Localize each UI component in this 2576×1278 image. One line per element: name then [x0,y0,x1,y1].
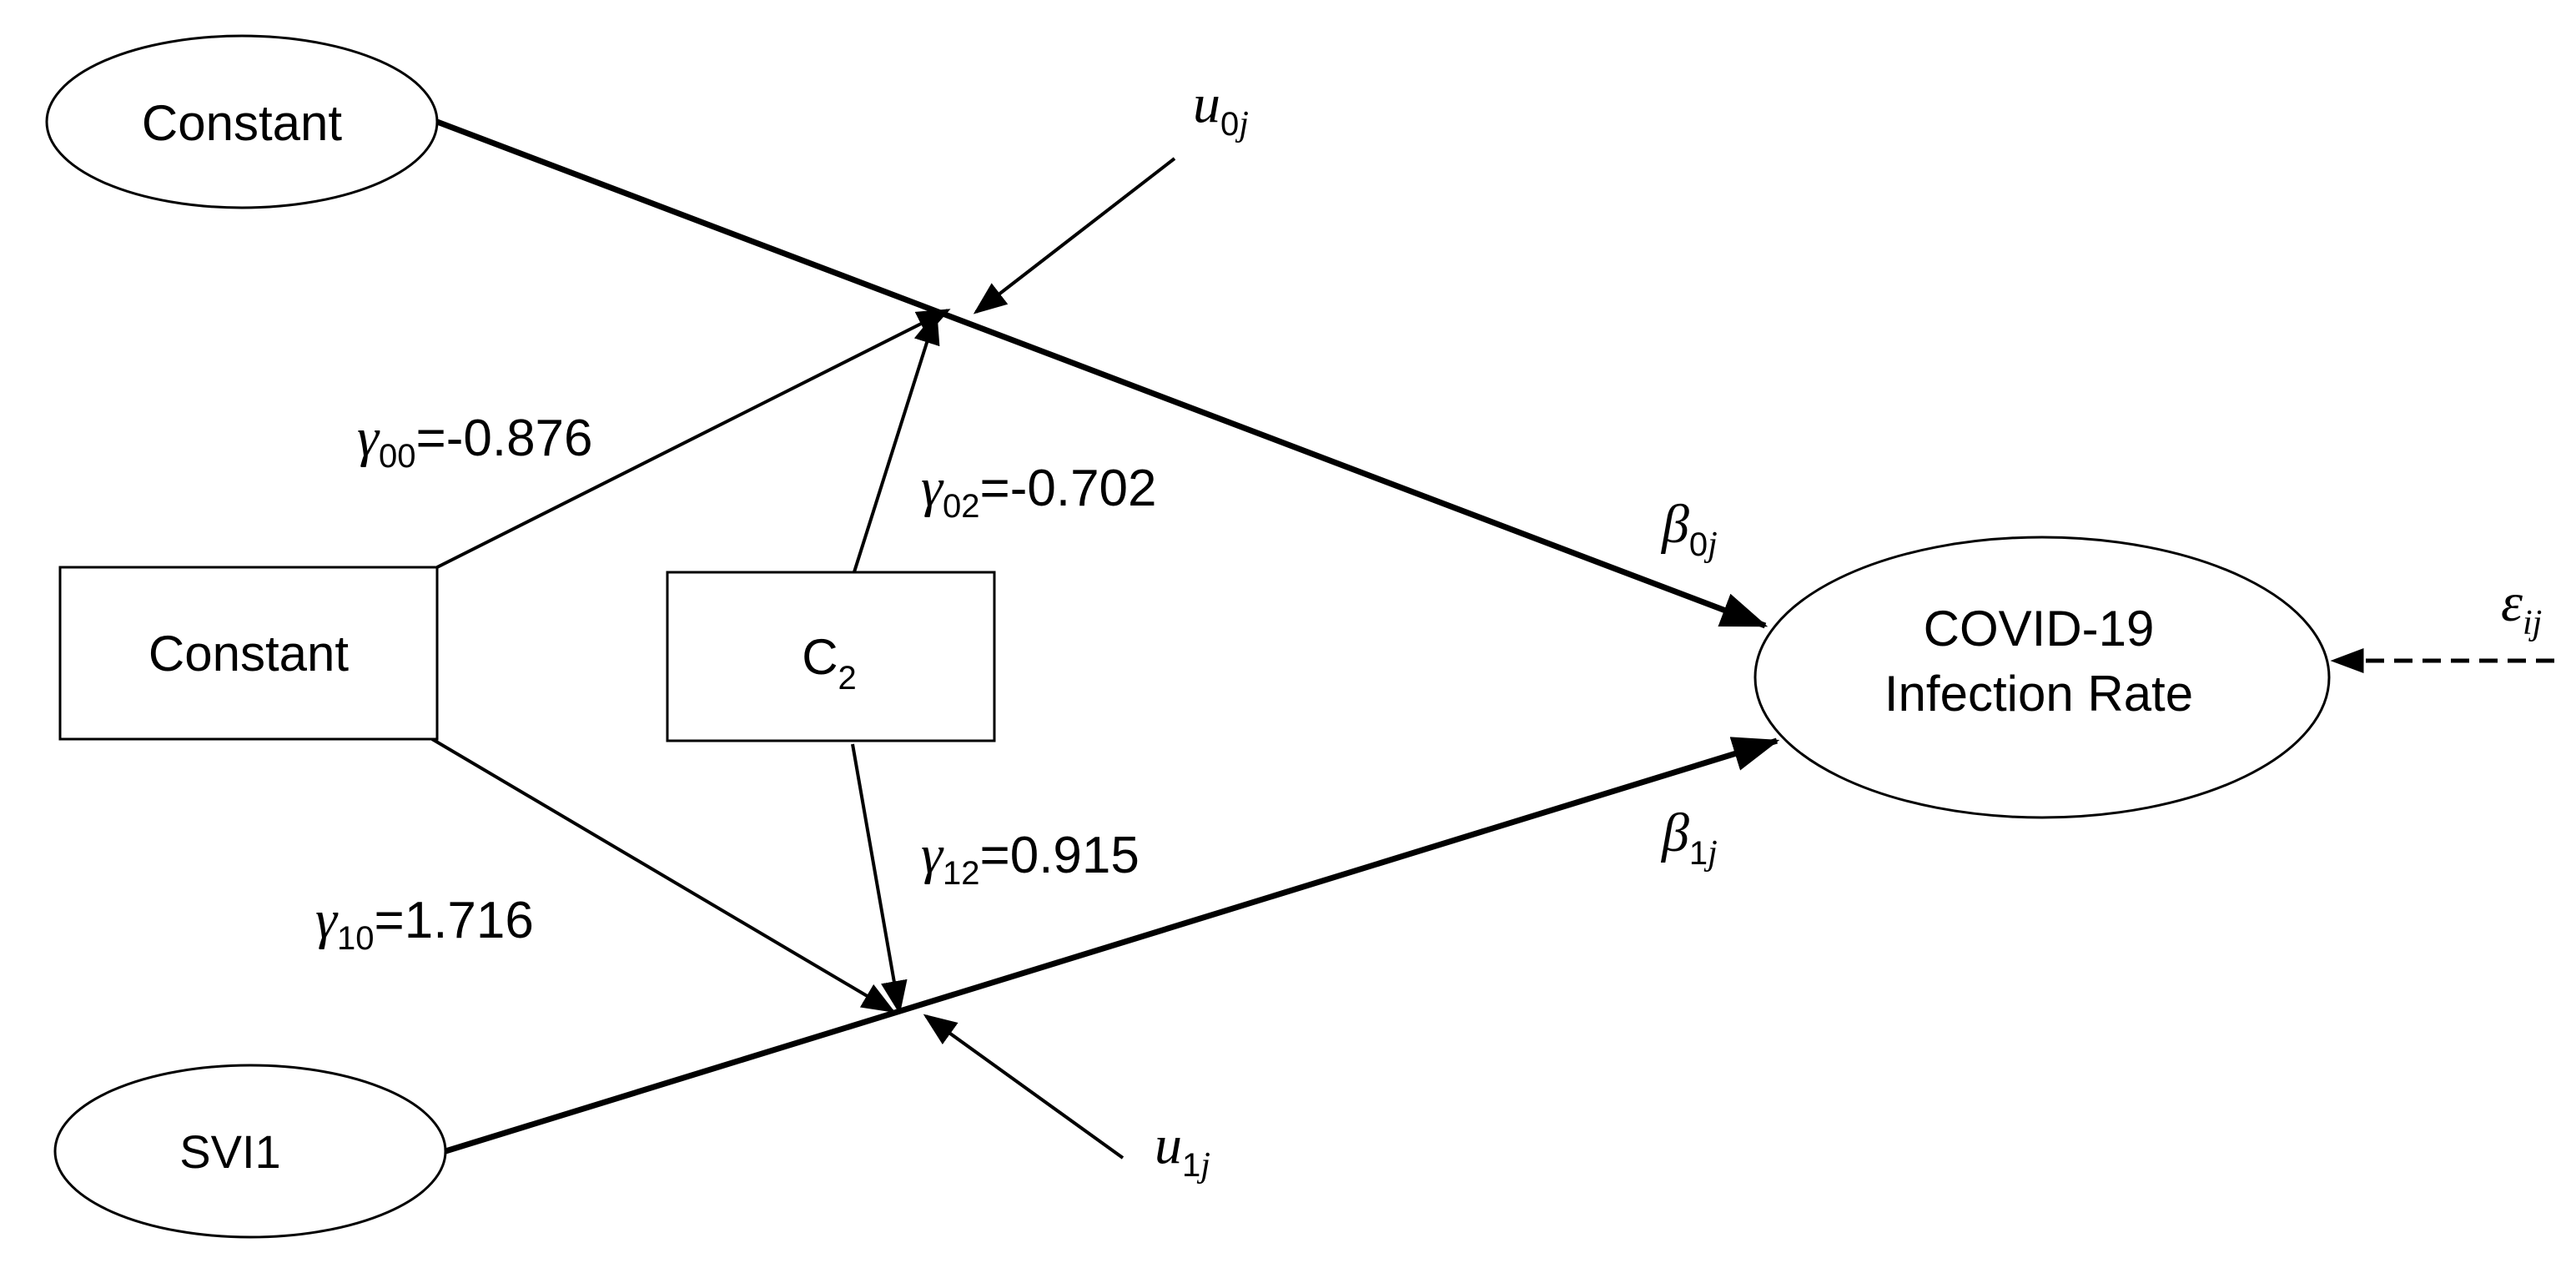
edge-constant-box-to-intercept [436,309,951,569]
c2-rect [666,571,996,742]
gamma02-label: γ02=-0.702 [921,457,1157,525]
u1j-label: u1j [1155,1114,1210,1185]
node-constant-box: Constant [58,566,439,741]
edge-constant-box-to-slope [430,737,896,1014]
svi1-ellipse [53,1064,447,1239]
node-outcome: COVID-19 Infection Rate [1753,536,2331,819]
svi1-label: SVI1 [179,1125,280,1178]
node-constant-top: Constant [45,34,439,209]
outcome-label-line2: Infection Rate [1884,666,2193,722]
edges [430,118,2554,1160]
node-c2: C2 [666,571,996,742]
outcome-ellipse [1753,536,2331,819]
edge-c2-to-slope [851,743,908,1014]
edge-svi1-to-beta1j [444,737,1780,1155]
u0j-label: u0j [1193,73,1249,143]
outcome-label-line1: COVID-19 [1924,601,2155,657]
edge-u0j-to-intercept [973,157,1176,314]
edge-constant-to-beta0j [435,118,1768,629]
constant-box-label: Constant [148,626,349,682]
beta0j-label: β0j [1660,494,1718,564]
gamma10-label: γ10=1.716 [315,889,534,957]
constant-top-label: Constant [142,95,342,151]
gamma00-label: γ00=-0.876 [357,407,593,475]
constant-box-rect [58,566,439,741]
edge-c2-to-intercept [851,310,940,578]
epsilon-ij-label: εij [2501,572,2542,642]
c2-label: C2 [802,629,857,697]
edge-u1j-to-slope [923,1014,1124,1160]
beta1j-label: β1j [1660,803,1718,873]
constant-top-ellipse [45,34,439,209]
gamma12-label: γ12=0.915 [921,824,1140,892]
node-svi1: SVI1 [53,1064,447,1239]
